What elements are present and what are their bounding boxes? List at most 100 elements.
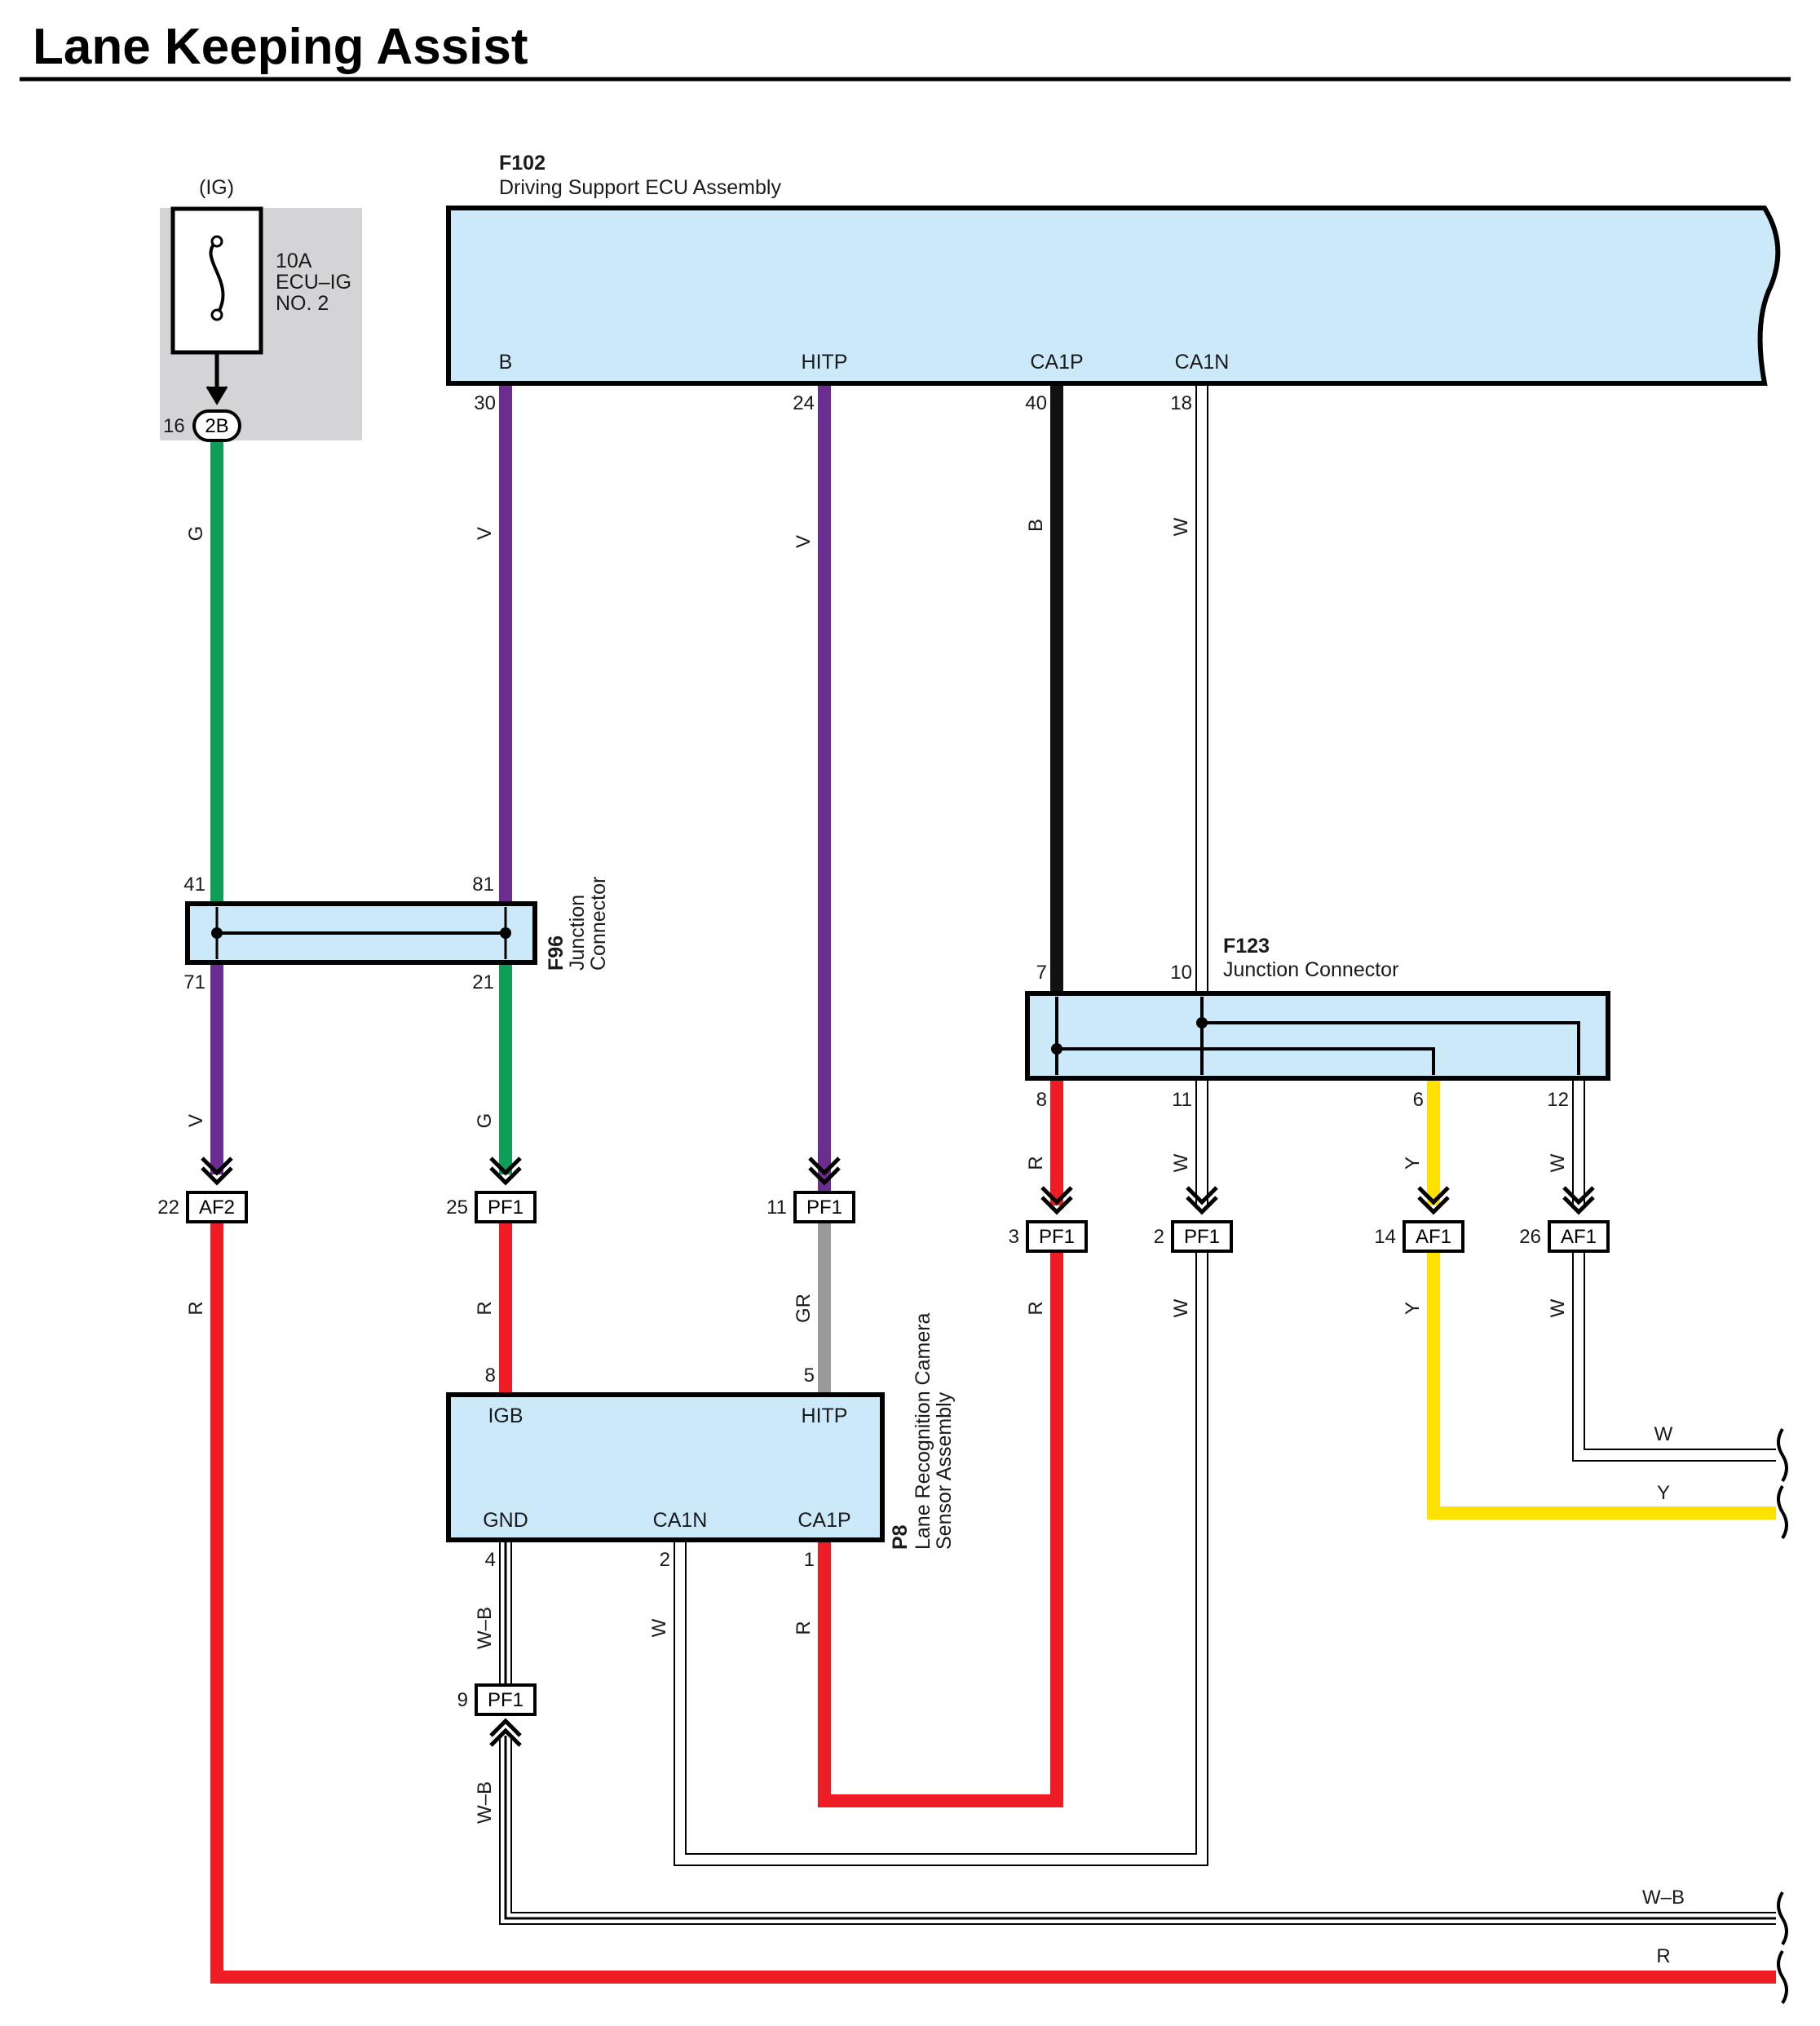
camera-p8: IGB HITP GND CA1N CA1P 8 5 4 2 1 P8 Lane… — [446, 1312, 956, 1571]
chevron-down-icon — [201, 1157, 233, 1186]
camera-code: P8 — [889, 1524, 912, 1550]
connector-af1-26: AF1 26 — [1519, 1186, 1610, 1253]
camera-terminal-ca1n: CA1N — [653, 1509, 708, 1532]
wire-label: W–B — [474, 1607, 496, 1649]
connector-pin: 3 — [1009, 1226, 1019, 1248]
wire-label: G — [185, 526, 207, 542]
f123-box — [1025, 991, 1610, 1081]
wire-labels: G V V B W V G R W Y W R R GR R W Y W W–B… — [185, 517, 1685, 1967]
wire-label: W–B — [474, 1781, 496, 1824]
junction-connector-f123: F123 Junction Connector 7 10 8 11 6 12 — [1025, 935, 1610, 1111]
wire-label: W — [648, 1618, 670, 1637]
connector-code: PF1 — [1039, 1226, 1075, 1248]
connector-pin: 2 — [1154, 1226, 1164, 1248]
wire-label: W — [1170, 1298, 1192, 1317]
fuse-box — [170, 206, 263, 355]
connector-code: PF1 — [1184, 1226, 1220, 1248]
ecu-pin-b: 30 — [474, 392, 496, 414]
camera-name-line2: Sensor Assembly — [933, 1391, 956, 1550]
chevron-down-icon — [489, 1157, 522, 1186]
camera-pin-1: 1 — [804, 1549, 815, 1571]
f123-pin-7: 7 — [1036, 962, 1047, 984]
fuse-block: (IG) 10A ECU–IG NO. 2 2B 16 — [160, 176, 362, 442]
f123-pin-6: 6 — [1413, 1089, 1424, 1111]
fuse-rating: 10A — [276, 250, 312, 272]
wire-label: R — [1025, 1301, 1047, 1315]
break-w — [1777, 1427, 1788, 1483]
chevron-down-icon — [1417, 1186, 1450, 1215]
chevron-down-icon — [1186, 1186, 1218, 1215]
connector-code: PF1 — [488, 1197, 523, 1219]
fuse-arrow-icon — [205, 386, 228, 405]
wire-label: B — [1025, 519, 1047, 532]
fuse-name-line1: ECU–IG — [276, 271, 351, 294]
ecu-pin-ca1p: 40 — [1025, 392, 1047, 414]
wire-label: G — [474, 1113, 496, 1129]
ecu-terminal-hitp: HITP — [802, 351, 848, 374]
connector-2b-pin: 16 — [163, 415, 185, 437]
f96-code: F96 — [545, 936, 568, 971]
wire-label: V — [185, 1114, 207, 1127]
wire-label: Y — [1402, 1302, 1424, 1315]
connector-pin: 26 — [1519, 1226, 1541, 1248]
wire-end-label-r: R — [1656, 1945, 1670, 1967]
connector-2b-code: 2B — [205, 415, 228, 437]
connector-af2-22: AF2 22 — [157, 1157, 248, 1223]
connector-pin: 9 — [457, 1689, 468, 1711]
f96-pin-71: 71 — [183, 971, 205, 993]
wire-end-label-w: W — [1654, 1423, 1673, 1445]
fuse-icon — [209, 240, 225, 316]
connector-pf1-2: PF1 2 — [1154, 1186, 1233, 1253]
wires — [210, 383, 1776, 1984]
wire-label: R — [474, 1301, 496, 1315]
ecu-terminal-ca1n: CA1N — [1175, 351, 1230, 374]
inline-connectors: AF2 22 PF1 25 PF1 11 PF1 3 PF1 — [157, 1157, 1610, 1747]
camera-pin-8: 8 — [485, 1365, 496, 1387]
f96-name-line1: Junction — [566, 895, 589, 971]
f96-pin-41: 41 — [183, 874, 205, 896]
connector-2b — [192, 409, 241, 442]
connector-pin: 22 — [157, 1197, 179, 1219]
camera-terminal-igb: IGB — [488, 1404, 523, 1427]
wire-r-af2-bottom — [210, 1223, 1776, 1984]
f123-pin-11: 11 — [1172, 1089, 1192, 1111]
wire-w-af1-26 — [1574, 1252, 1776, 1460]
connector-pin: 11 — [766, 1197, 787, 1219]
camera-name-line1: Lane Recognition Camera — [912, 1312, 934, 1550]
chevron-down-icon — [1562, 1186, 1595, 1215]
connector-pf1-9: PF1 9 — [457, 1683, 537, 1747]
ecu-pin-ca1n: 18 — [1170, 392, 1192, 414]
connector-code: AF1 — [1416, 1226, 1451, 1248]
f123-pin-8: 8 — [1036, 1089, 1047, 1111]
f96-name-line2: Connector — [587, 877, 610, 971]
f123-pin-12: 12 — [1547, 1089, 1569, 1111]
f96-pin-81: 81 — [472, 874, 494, 896]
chevron-down-icon — [1040, 1186, 1073, 1215]
wire-y-af1-14 — [1427, 1252, 1776, 1520]
ecu-f102: F102 Driving Support ECU Assembly B HITP… — [446, 152, 1781, 414]
wire-w-ca1n-loop — [675, 1252, 1207, 1865]
camera-pin-5: 5 — [804, 1365, 815, 1387]
ecu-box — [446, 206, 1781, 386]
camera-terminal-ca1p: CA1P — [797, 1509, 850, 1532]
camera-terminal-hitp: HITP — [802, 1404, 848, 1427]
wire-label: GR — [793, 1294, 815, 1323]
break-r — [1777, 1949, 1788, 2005]
chevron-up-icon — [489, 1718, 522, 1747]
camera-terminal-gnd: GND — [483, 1509, 528, 1532]
break-wb — [1777, 1891, 1788, 1946]
connector-code: PF1 — [806, 1197, 842, 1219]
wire-label: W — [1547, 1298, 1569, 1317]
fuse-source-label: (IG) — [199, 176, 234, 199]
connector-pf1-25: PF1 25 — [446, 1157, 537, 1223]
connector-code: PF1 — [488, 1689, 523, 1711]
connector-pf1-3: PF1 3 — [1009, 1186, 1088, 1253]
wire-break-marks — [1777, 1427, 1788, 2005]
ecu-pin-hitp: 24 — [793, 392, 815, 414]
wire-label: W — [1170, 1153, 1192, 1172]
connector-pin: 25 — [446, 1197, 468, 1219]
wire-label: W — [1547, 1153, 1569, 1172]
fuse-name-line2: NO. 2 — [276, 292, 329, 315]
wire-label: R — [793, 1621, 815, 1635]
